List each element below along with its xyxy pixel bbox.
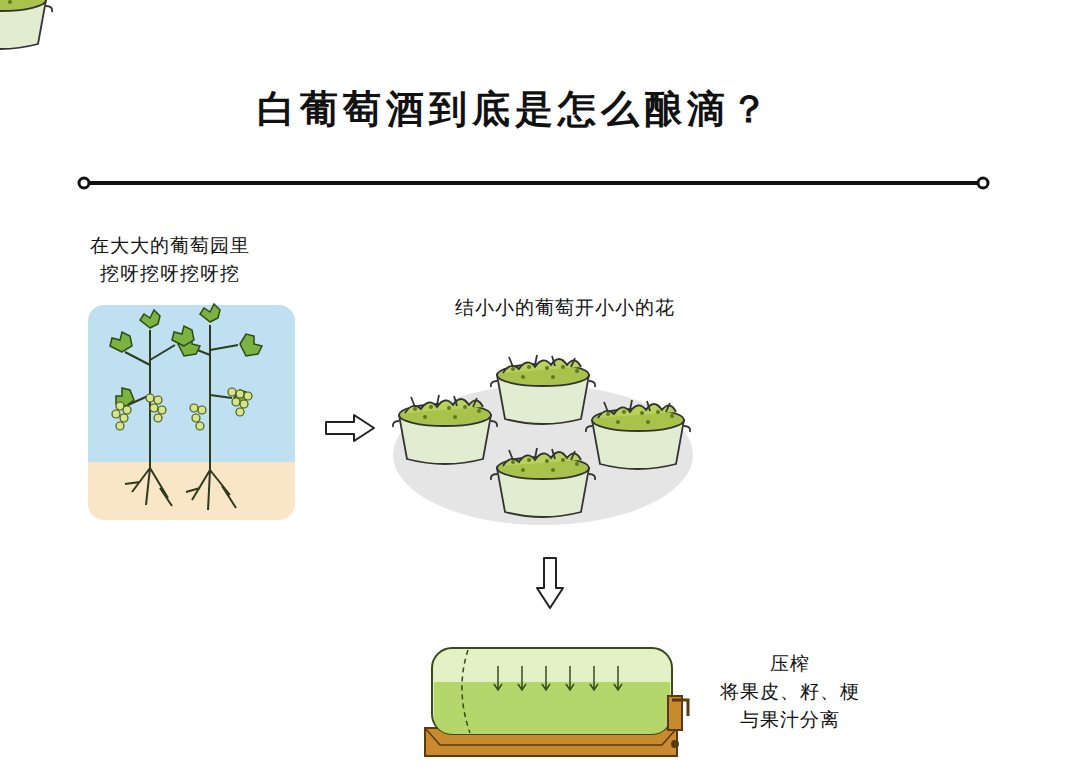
divider-dot	[79, 178, 89, 188]
vineyard-picture	[88, 304, 295, 522]
press-picture	[425, 648, 688, 756]
step-label: 将果皮、籽、梗 与果汁分离	[718, 678, 862, 733]
divider-dot	[978, 178, 988, 188]
flow-arrow	[326, 415, 374, 441]
step-label: 结小小的葡萄开小小的花	[451, 294, 679, 322]
step-node: 在大大的葡萄园里 挖呀挖呀挖呀挖	[60, 226, 315, 526]
bucket-picture	[0, 0, 693, 525]
title: 白葡萄酒到底是怎么酿滴？	[257, 84, 773, 135]
step-node: 压榨将果皮、籽、梗 与果汁分离	[420, 636, 910, 768]
step-heading: 压榨	[733, 650, 847, 678]
step-label: 在大大的葡萄园里 挖呀挖呀挖呀挖	[86, 232, 253, 287]
divider-line	[88, 181, 978, 185]
step-node: 结小小的葡萄开小小的花	[385, 288, 705, 530]
flow-arrow	[537, 558, 563, 608]
